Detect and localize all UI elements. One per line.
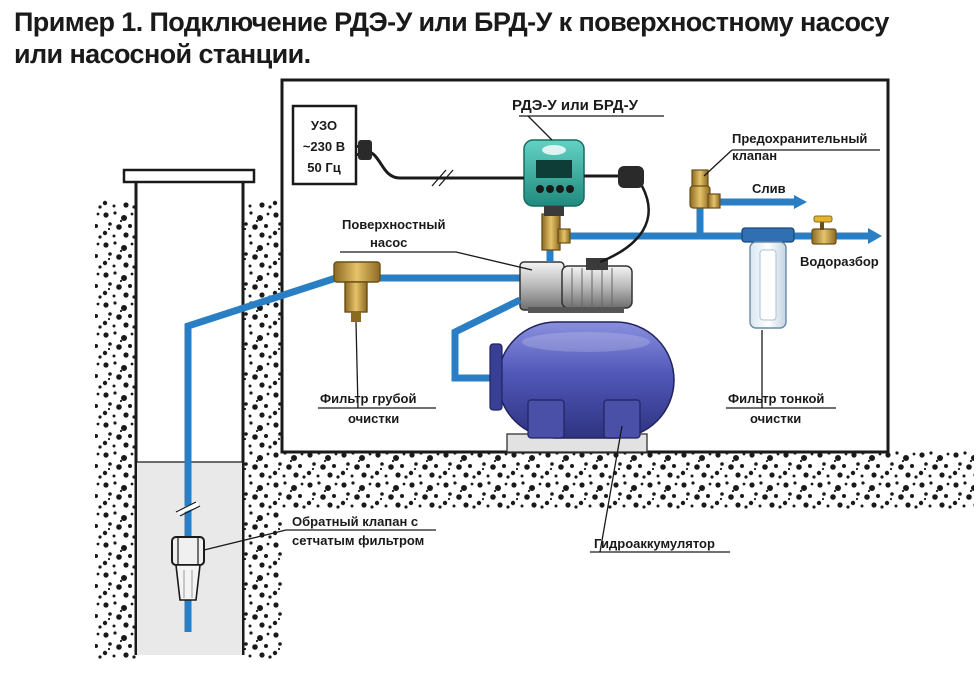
ground bbox=[95, 200, 974, 660]
controller-label: РДЭ-У или БРД-У bbox=[512, 97, 639, 114]
drain-label: Слив bbox=[752, 181, 786, 196]
relief-valve bbox=[689, 169, 721, 209]
fine-filter bbox=[741, 227, 795, 329]
suction-pipe bbox=[175, 274, 338, 632]
uzo-label: УЗО bbox=[311, 118, 337, 133]
accumulator-pipe bbox=[451, 296, 522, 382]
surface-pump-label-2: насос bbox=[370, 235, 407, 250]
coarse-filter bbox=[333, 261, 520, 322]
uzo-box bbox=[291, 104, 358, 186]
fine-filter-label-2: очистки bbox=[750, 411, 801, 426]
coarse-filter-label-2: очистки bbox=[348, 411, 399, 426]
relief-valve-label-1: Предохранительный bbox=[732, 131, 867, 146]
coarse-filter-label-1: Фильтр грубой bbox=[320, 391, 417, 406]
relief-valve-label-2: клапан bbox=[732, 148, 777, 163]
title-line-2: или насосной станции. bbox=[14, 39, 311, 69]
power-cables bbox=[346, 140, 650, 264]
surface-pump-label-1: Поверхностный bbox=[342, 217, 446, 232]
voltage-label: ~230 В bbox=[303, 139, 345, 154]
surface-pump bbox=[519, 258, 633, 313]
accumulator-label: Гидроаккумулятор bbox=[594, 536, 715, 551]
brass-fitting bbox=[541, 213, 571, 251]
tap-valve bbox=[811, 215, 837, 245]
water-tap-label: Водоразбор bbox=[800, 254, 879, 269]
pressure-controller bbox=[523, 139, 585, 216]
fine-filter-label-1: Фильтр тонкой bbox=[728, 391, 824, 406]
title-line-1: Пример 1. Подключение РДЭ-У или БРД-У к … bbox=[14, 7, 889, 37]
check-valve bbox=[171, 536, 205, 601]
frequency-label: 50 Гц bbox=[307, 160, 340, 175]
page-title: Пример 1. Подключение РДЭ-У или БРД-У к … bbox=[14, 6, 964, 70]
check-valve-label-1: Обратный клапан с bbox=[292, 514, 418, 529]
check-valve-label-2: сетчатым фильтром bbox=[292, 533, 424, 548]
hydro-accumulator bbox=[489, 321, 675, 453]
leader-lines bbox=[203, 115, 880, 553]
